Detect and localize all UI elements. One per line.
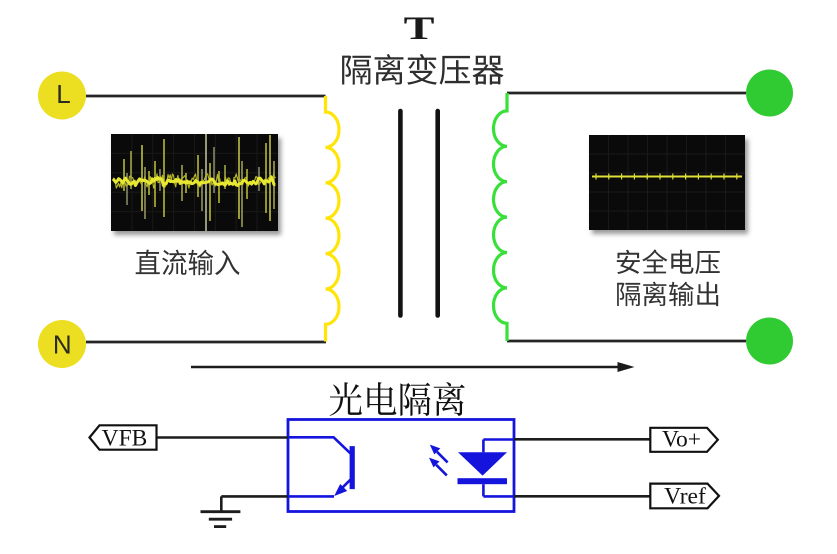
svg-text:L: L [56,79,70,109]
svg-text:T: T [404,9,435,46]
svg-text:Vref: Vref [664,484,706,510]
svg-text:Vo+: Vo+ [662,427,701,453]
svg-text:VFB: VFB [102,426,148,452]
svg-text:N: N [53,330,72,360]
